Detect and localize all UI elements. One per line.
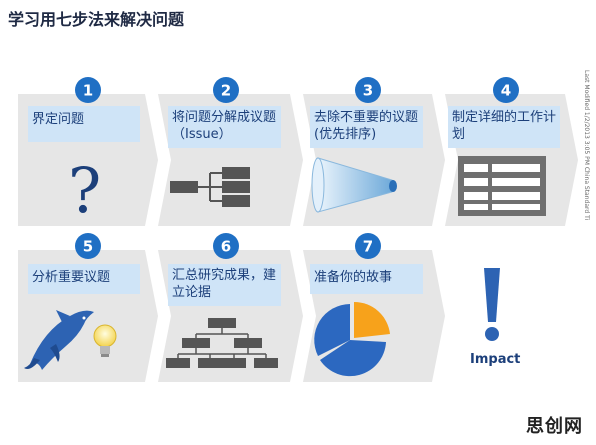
step-3-circle bbox=[355, 77, 381, 103]
work-plan-icon bbox=[458, 156, 546, 216]
last-modified-note: Last Modified 1/2/2013 3:05 PM China Sta… bbox=[583, 70, 590, 220]
step-7-label-bg bbox=[310, 264, 423, 294]
step-2-label-bg bbox=[168, 106, 281, 148]
step-1-number: 1 bbox=[83, 82, 93, 100]
step-4-circle bbox=[493, 77, 519, 103]
step-3-label: 去除不重要的议题(优先排序) bbox=[314, 110, 419, 142]
step-5-label: 分析重要议题 bbox=[32, 270, 111, 285]
step-5-circle bbox=[75, 233, 101, 259]
step-4-number: 4 bbox=[501, 82, 511, 100]
page-title: 学习用七步法来解决问题 bbox=[8, 10, 185, 29]
step-2-circle bbox=[213, 77, 239, 103]
dolphin-icon bbox=[24, 310, 94, 370]
step-1-circle bbox=[75, 77, 101, 103]
step-5-number: 5 bbox=[83, 238, 93, 256]
step-3-label-bg bbox=[310, 106, 423, 148]
step-2-number: 2 bbox=[221, 82, 231, 100]
step-4-label-bg bbox=[448, 106, 560, 148]
step-7-label: 准备你的故事 bbox=[314, 270, 393, 285]
step-6-label: 汇总研究成果，建立论据 bbox=[172, 268, 277, 300]
step-5-label-bg bbox=[28, 264, 140, 294]
step-4-label: 制定详细的工作计划 bbox=[452, 110, 557, 142]
step-6-number: 6 bbox=[221, 238, 231, 256]
funnel-icon bbox=[311, 157, 397, 213]
lightbulb-icon bbox=[93, 324, 117, 357]
step-1-label-bg bbox=[28, 106, 140, 142]
org-chart-icon bbox=[166, 318, 278, 368]
step-1-label: 界定问题 bbox=[32, 112, 85, 127]
step-2-label: 将问题分解成议题（Issue） bbox=[172, 110, 277, 142]
watermark-logo: 思创网 bbox=[526, 416, 583, 437]
impact-label: Impact bbox=[470, 352, 521, 367]
exclamation-icon bbox=[484, 268, 500, 341]
step-number-circles bbox=[75, 77, 519, 259]
issue-tree-icon bbox=[170, 167, 250, 207]
step-6-circle bbox=[213, 233, 239, 259]
step-6-label-bg bbox=[168, 264, 281, 306]
question-mark-icon: ? bbox=[68, 154, 101, 227]
pie-chart-icon bbox=[314, 301, 390, 377]
step-3-number: 3 bbox=[363, 82, 373, 100]
step-7-number: 7 bbox=[363, 238, 373, 256]
step-7-circle bbox=[355, 233, 381, 259]
